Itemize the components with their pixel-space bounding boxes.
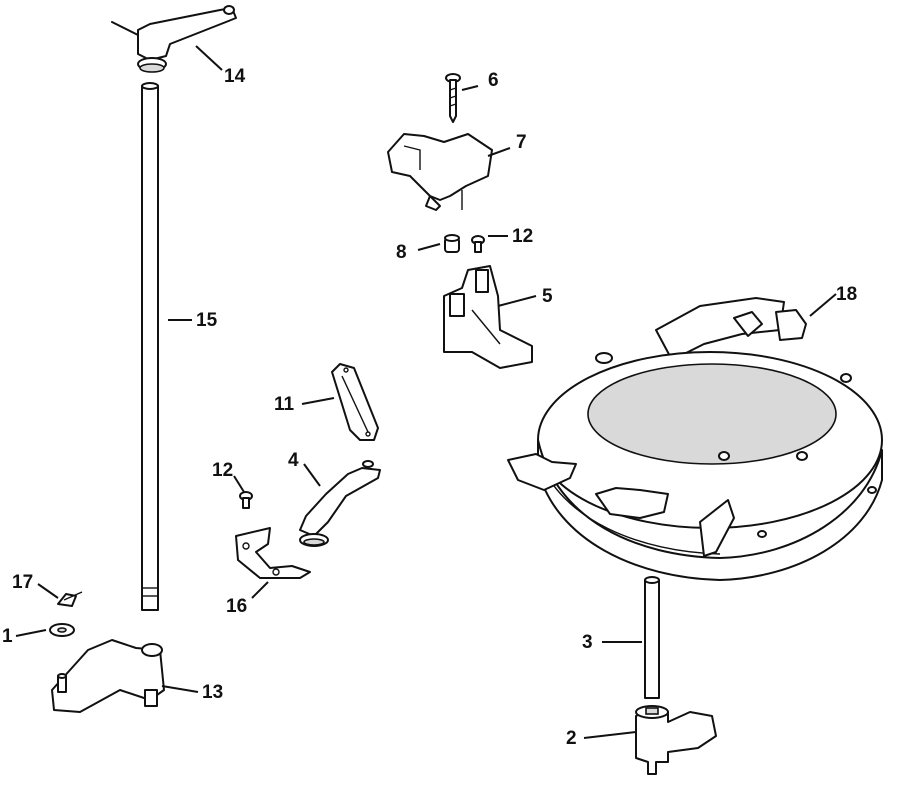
- part-8-bushing: [444, 234, 460, 253]
- part-4-arm: [299, 460, 381, 547]
- callout-12-lower: 12: [212, 460, 233, 481]
- callout-15: 15: [196, 310, 218, 331]
- part-12-screw-lower: [239, 491, 253, 509]
- part-17-clip: [57, 591, 83, 607]
- callout-17: 17: [12, 572, 33, 593]
- callout-1: 1: [2, 626, 13, 647]
- callout-11: 11: [274, 394, 295, 415]
- part-14-lever-arm: [111, 5, 237, 73]
- part-3-pin: [644, 576, 660, 699]
- part-2-lower-lever: [635, 705, 717, 775]
- callout-5: 5: [542, 286, 553, 307]
- part-16-plate: [235, 527, 311, 579]
- callout-3: 3: [582, 632, 593, 653]
- callout-18: 18: [836, 284, 857, 305]
- callout-4: 4: [288, 450, 299, 471]
- callout-6: 6: [488, 70, 499, 91]
- callout-8: 8: [396, 242, 407, 263]
- part-1-washer: [49, 623, 75, 637]
- part-6-screw: [445, 73, 461, 123]
- callout-2: 2: [566, 728, 577, 749]
- callout-14: 14: [224, 66, 246, 87]
- part-5-bracket: [443, 265, 533, 369]
- part-13-lower-lever: [51, 639, 165, 713]
- callout-16: 16: [226, 596, 247, 617]
- callout-7: 7: [516, 132, 527, 153]
- callouts: 14 15 13 17 1 6 7 8 12 5 11 4 12 16 18 3…: [2, 66, 857, 749]
- part-12-screw-upper: [471, 235, 485, 253]
- callout-12-upper: 12: [512, 226, 533, 247]
- leader-lines: [15, 45, 837, 739]
- callout-13: 13: [202, 682, 223, 703]
- part-18-housing: [507, 297, 883, 581]
- part-7-sensor: [387, 133, 493, 211]
- part-11-link: [331, 363, 379, 441]
- part-15-shaft: [141, 82, 159, 611]
